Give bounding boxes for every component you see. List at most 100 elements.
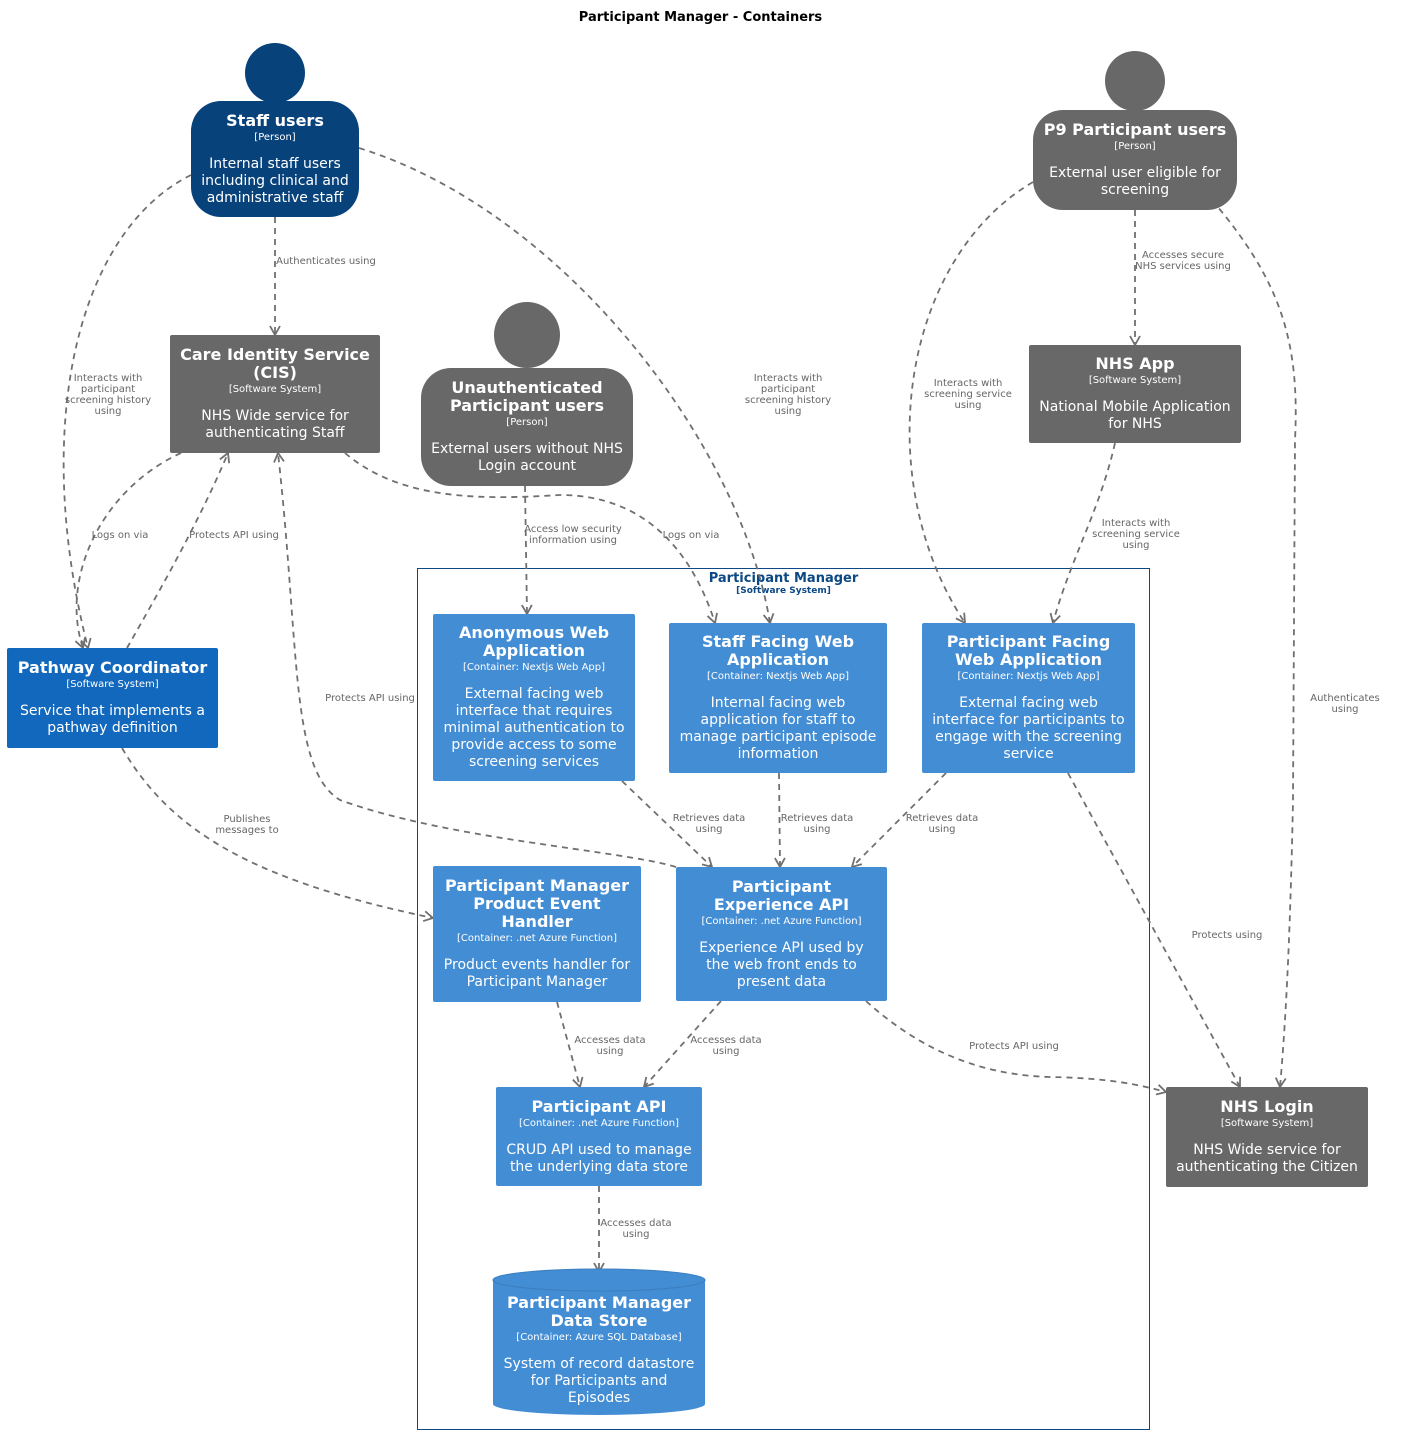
node-name: Pathway Coordinator <box>17 658 208 677</box>
participant-api[interactable]: Participant API [Container: .net Azure F… <box>496 1087 702 1186</box>
node-name: Staff Facing Web Application <box>701 632 855 669</box>
pathway-coordinator[interactable]: Pathway Coordinator [Software System] Se… <box>7 648 218 748</box>
edge-experience_api-to-cis <box>273 451 677 868</box>
edge-nhs_app-to-participant_web <box>1049 442 1116 625</box>
edge-p9_users-to-participant_web <box>908 181 1034 625</box>
p9-participant-users[interactable]: P9 Participant users [Person] External u… <box>1033 110 1237 210</box>
edge-label: Protects API using <box>189 530 279 541</box>
node-name: Anonymous Web Application <box>458 623 610 660</box>
edge-experience_api-to-nhs_login <box>865 1000 1168 1096</box>
node-description: External facing web interface that requi… <box>443 686 625 770</box>
boundary-name: Participant Manager <box>708 571 859 586</box>
node-description: NHS Wide service for authenticating the … <box>1176 1142 1358 1175</box>
node-description: Internal staff users including clinical … <box>201 155 349 206</box>
edge-label: Access low security information using <box>524 524 622 546</box>
product-event-handler[interactable]: Participant Manager Product Event Handle… <box>433 866 641 1002</box>
edge-unauth_users-to-anon_web <box>521 485 533 616</box>
node-name: Participant Facing Web Application <box>946 632 1111 669</box>
participant-experience-api[interactable]: Participant Experience API [Container: .… <box>676 867 887 1001</box>
edge-label: Retrieves data using <box>780 813 854 835</box>
unauth-users-person-icon <box>494 302 560 368</box>
edge-cis-to-pathway <box>74 452 182 650</box>
node-name: Staff users <box>226 110 324 130</box>
node-name: NHS App <box>1095 354 1175 373</box>
node-type: [Software System] <box>1088 375 1182 386</box>
edge-label: Authenticates using <box>276 256 376 267</box>
edge-anon_web-to-experience_api <box>621 780 714 869</box>
node-name: P9 Participant users <box>1043 120 1227 139</box>
node-name: Participant Experience API <box>713 876 850 914</box>
edge-label: Accesses secure NHS services using <box>1135 250 1231 272</box>
node-name: Unauthenticated Participant users <box>449 378 605 415</box>
edge-label: Accesses data using <box>690 1035 762 1057</box>
edge-label: Accesses data using <box>574 1035 646 1057</box>
nhs-app[interactable]: NHS App [Software System] National Mobil… <box>1029 345 1241 443</box>
edge-experience_api-to-participant_api <box>642 1000 722 1089</box>
participant-facing-web-application[interactable]: Participant Facing Web Application [Cont… <box>922 623 1135 773</box>
edge-participant_web-to-experience_api <box>850 772 947 869</box>
edge-label: Retrieves data using <box>905 813 979 835</box>
staff-facing-web-application[interactable]: Staff Facing Web Application [Container:… <box>669 623 887 773</box>
edge-label: Accesses data using <box>600 1218 672 1240</box>
node-type: [Person] <box>1114 141 1156 152</box>
staff-users-person-icon <box>245 43 305 103</box>
edge-pathway-to-cis <box>126 451 231 649</box>
edge-staff_users-to-pathway <box>62 174 192 650</box>
p9-users-person-icon <box>1105 51 1165 111</box>
edge-label: Protects API using <box>969 1041 1059 1052</box>
edge-label: Retrieves data using <box>672 813 746 835</box>
edge-label: Authenticates using <box>1310 693 1380 715</box>
node-name: Care Identity Service (CIS) <box>180 345 370 382</box>
node-type: [Person] <box>506 417 548 428</box>
node-type: [Container: .net Azure Function] <box>457 933 617 944</box>
node-name: Participant Manager Data Store <box>506 1292 692 1330</box>
node-description: Internal facing web application for staf… <box>679 695 877 762</box>
anonymous-web-application[interactable]: Anonymous Web Application [Container: Ne… <box>433 614 635 781</box>
node-type: [Software System] <box>1220 1118 1314 1129</box>
node-type: [Container: Nextjs Web App] <box>957 671 1100 682</box>
edge-label: Protects API using <box>325 693 415 704</box>
node-description: System of record datastore for Participa… <box>503 1355 695 1406</box>
node-description: Service that implements a pathway defini… <box>20 703 205 736</box>
nhs-login[interactable]: NHS Login [Software System] NHS Wide ser… <box>1166 1087 1368 1187</box>
node-description: External users without NHS Login account <box>431 441 623 474</box>
edge-staff_web-to-experience_api <box>774 772 786 869</box>
node-description: Experience API used by the web front end… <box>699 939 864 990</box>
edge-label: Interacts with participant screening his… <box>64 373 152 417</box>
edge-label: Protects using <box>1191 930 1263 941</box>
edge-label: Publishes messages to <box>215 814 279 836</box>
node-description: Product events handler for Participant M… <box>443 957 631 990</box>
node-name: Participant Manager Product Event Handle… <box>444 876 630 931</box>
node-description: CRUD API used to manage the underlying d… <box>506 1141 692 1175</box>
node-name: NHS Login <box>1220 1097 1314 1116</box>
edge-staff_users-to-staff_web <box>358 147 775 625</box>
boundary-type: [Software System] <box>736 586 831 596</box>
node-type: [Person] <box>254 131 296 143</box>
node-type: [Container: .net Azure Function] <box>519 1117 679 1129</box>
edge-label: Interacts with screening service using <box>1092 518 1180 551</box>
edge-participant_web-to-nhs_login <box>1067 772 1241 1089</box>
node-type: [Container: Nextjs Web App] <box>462 662 606 673</box>
edge-event_handler-to-participant_api <box>556 1001 584 1089</box>
node-type: [Software System] <box>228 384 322 395</box>
diagram-title: Participant Manager - Containers <box>578 10 823 25</box>
node-type: [Container: Azure SQL Database] <box>516 1331 682 1343</box>
node-description: External facing web interface for partic… <box>932 695 1125 762</box>
unauthenticated-participant-users[interactable]: Unauthenticated Participant users [Perso… <box>421 368 633 486</box>
participant-manager-data-store[interactable]: Participant Manager Data Store [Containe… <box>492 1288 706 1412</box>
data-store-cylinder-icon <box>492 1268 706 1415</box>
staff-users[interactable]: Staff users [Person] Internal staff user… <box>191 101 359 217</box>
node-type: [Container: Nextjs Web App] <box>706 671 850 682</box>
edge-pathway-to-event_handler <box>121 747 435 922</box>
edge-label: Interacts with participant screening his… <box>744 373 832 417</box>
edge-p9_users-to-nhs_login <box>1211 199 1297 1089</box>
edge-cis-to-staff_web <box>344 452 718 625</box>
care-identity-service[interactable]: Care Identity Service (CIS) [Software Sy… <box>170 335 380 453</box>
node-description: External user eligible for screening <box>1049 165 1221 198</box>
edge-label: Logs on via <box>91 530 149 541</box>
node-type: [Container: .net Azure Function] <box>701 915 862 927</box>
participant-manager-boundary: Participant Manager [Software System] <box>417 568 1150 1430</box>
node-description: National Mobile Application for NHS <box>1039 399 1231 432</box>
